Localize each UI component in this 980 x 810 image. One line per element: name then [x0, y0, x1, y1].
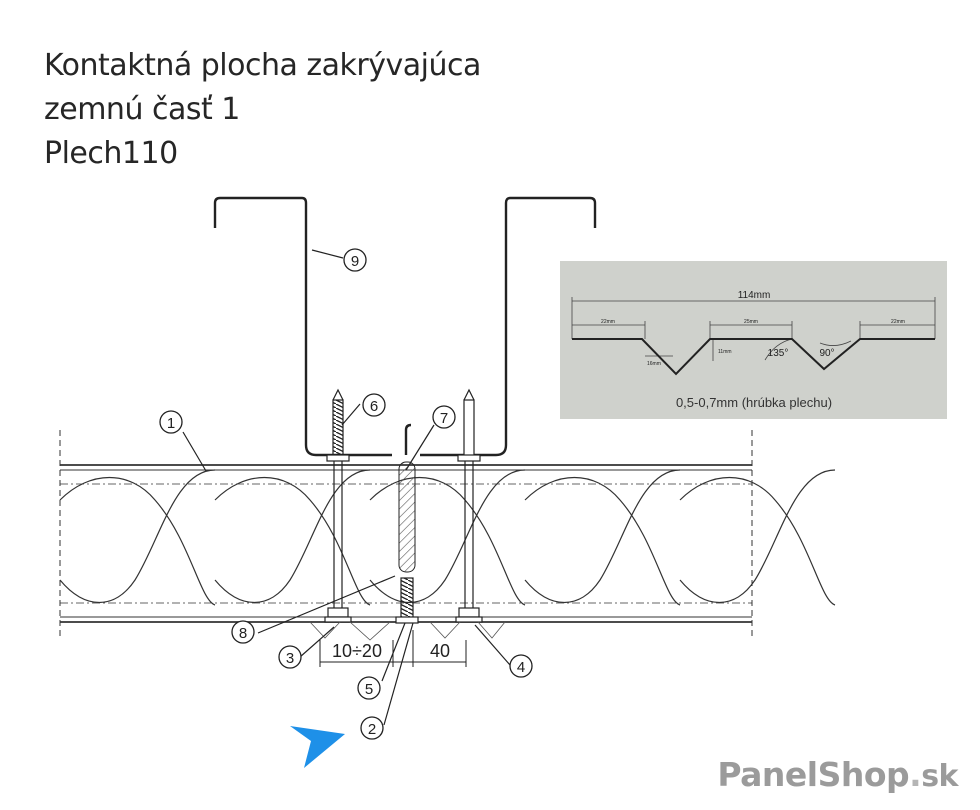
insulation-pattern — [369, 469, 526, 606]
callout-5: 5 — [357, 676, 381, 700]
brand-dot: . — [909, 755, 922, 794]
callout-3: 3 — [278, 645, 302, 669]
sealing-strip — [398, 461, 416, 573]
profile-right-flat: 22mm — [891, 319, 905, 325]
pointer-arrow-icon — [290, 726, 345, 768]
svg-text:4: 4 — [517, 659, 525, 676]
svg-text:1: 1 — [167, 415, 175, 432]
svg-text:3: 3 — [286, 650, 294, 667]
profile-total: 114mm — [738, 290, 771, 301]
insulation-pattern — [59, 469, 216, 606]
brand-logo: PanelShop.sk — [717, 755, 958, 794]
bolt-right — [455, 388, 483, 623]
svg-text:6: 6 — [370, 398, 378, 415]
profile-left-flat: 22mm — [601, 319, 615, 325]
svg-text:8: 8 — [239, 625, 247, 642]
callout-6: 6 — [362, 393, 386, 417]
profile-slope: 16mm — [647, 361, 661, 367]
profile-depth: 11mm — [718, 349, 732, 355]
bottom-liner — [309, 621, 506, 641]
callout-7: 7 — [432, 405, 456, 429]
seam-profile — [213, 196, 597, 457]
callout-4: 4 — [509, 654, 533, 678]
callout-9: 9 — [343, 248, 367, 272]
insulation-pattern — [524, 469, 681, 606]
profile-angle-90: 90° — [819, 348, 834, 359]
callout-8: 8 — [231, 620, 255, 644]
brand-name: PanelShop — [717, 755, 910, 794]
title-line-2: zemnú časť 1 — [44, 92, 240, 127]
profile-detail: 114mm 22mm 25mm 22mm 11mm 16mm 135° 90° … — [560, 261, 947, 419]
svg-text:2: 2 — [368, 721, 376, 738]
leader-lines — [182, 249, 511, 726]
insulation-pattern — [214, 469, 371, 606]
sandwich-panel — [59, 430, 836, 640]
profile-drawing: 114mm 22mm 25mm 22mm 11mm 16mm 135° 90° … — [571, 290, 936, 410]
bolt-left — [324, 388, 352, 623]
title-line-1: Kontaktná plocha zakrývajúca — [44, 48, 481, 83]
callout-1: 1 — [159, 410, 183, 434]
title-line-3: Plech110 — [44, 136, 178, 171]
page-title: Kontaktná plocha zakrývajúca zemnú časť … — [44, 44, 481, 176]
profile-angle-135: 135° — [768, 348, 789, 359]
profile-caption: 0,5-0,7mm (hrúbka plechu) — [676, 395, 832, 410]
svg-text:5: 5 — [365, 681, 373, 698]
dimension-width: 40 — [430, 641, 450, 661]
profile-outline — [572, 338, 935, 376]
svg-text:7: 7 — [440, 410, 448, 427]
center-screw — [395, 577, 419, 624]
profile-middle-flat: 25mm — [744, 319, 758, 325]
brand-tld: sk — [921, 759, 958, 794]
callout-2: 2 — [360, 716, 384, 740]
insulation-pattern — [679, 469, 836, 606]
dimension-gap: 10÷20 — [332, 641, 382, 661]
svg-text:9: 9 — [351, 253, 359, 270]
